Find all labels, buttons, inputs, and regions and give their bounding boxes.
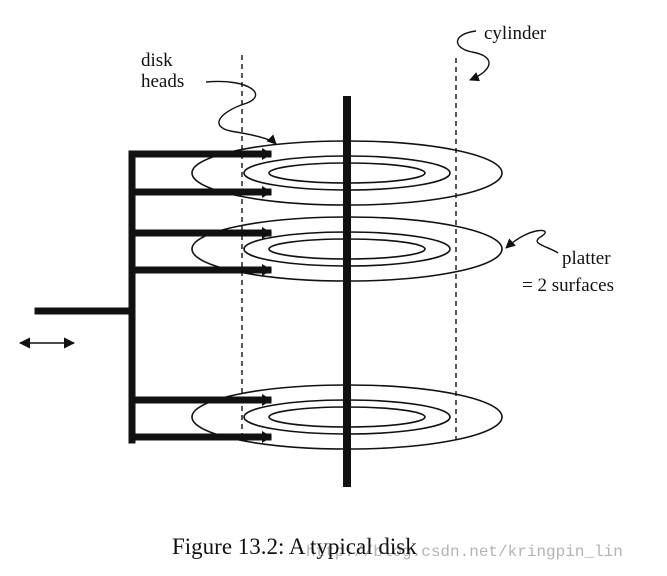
disk-label: disk (141, 50, 173, 71)
watermark: http://blog.csdn.net/kringpin_lin (306, 543, 623, 561)
figure-caption: Figure 13.2: A typical disk (172, 534, 417, 559)
head-actuator (34, 150, 272, 444)
platter-pointer (505, 229, 559, 254)
cylinder-label: cylinder (484, 23, 547, 44)
surfaces-label: = 2 surfaces (522, 275, 614, 296)
cylinder-pointer (456, 30, 490, 82)
disk-heads-pointer (205, 80, 277, 145)
heads-label: heads (141, 71, 184, 92)
head-tips (262, 148, 272, 443)
platter-label: platter (562, 248, 611, 269)
